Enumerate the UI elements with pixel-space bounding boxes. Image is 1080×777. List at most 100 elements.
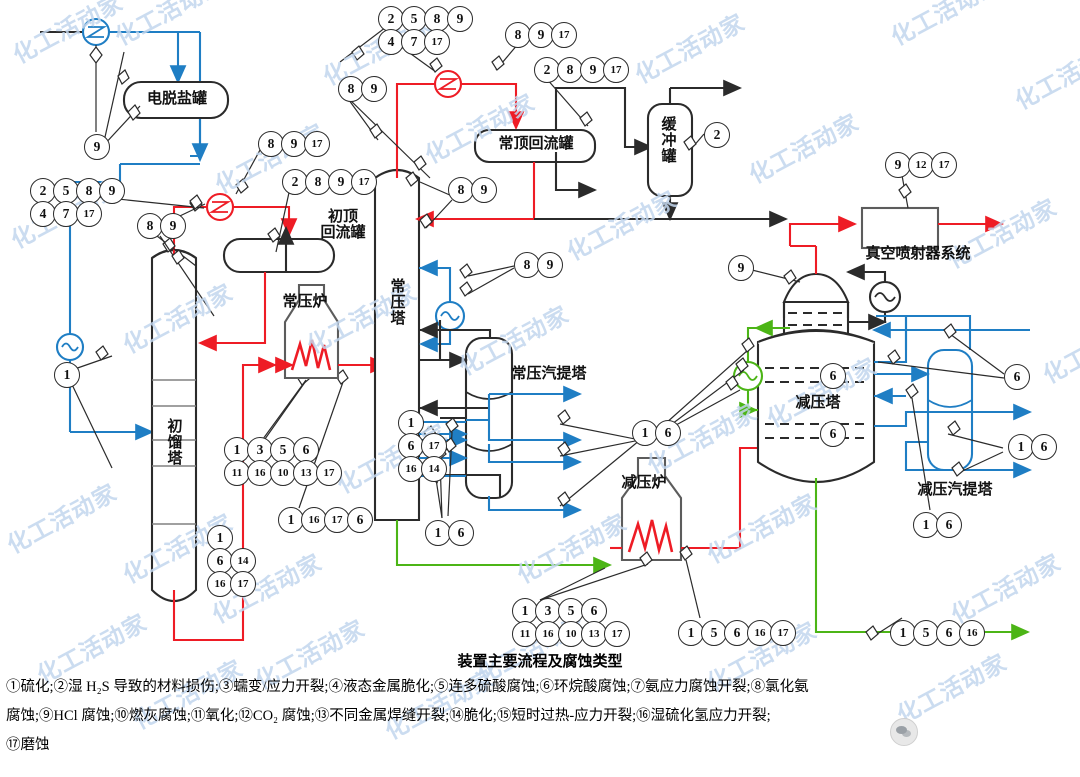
line-preflash-bottom-to-furnace (172, 356, 278, 642)
tag-bubble: 6 (724, 620, 750, 646)
line-vacuum-bottom-green (814, 478, 1031, 641)
tag-bubble: 8 (424, 6, 450, 32)
tag-bubble: 17 (304, 131, 330, 157)
tag-bubble: 6 (1031, 434, 1057, 460)
tag-bubble: 9 (99, 178, 125, 204)
tag-bubble: 6 (820, 363, 846, 389)
tag-bubble: 1 (54, 362, 80, 388)
tag-bubble: 13 (293, 460, 319, 486)
tag-bubble: 1 (224, 437, 250, 463)
tag-bubble: 5 (701, 620, 727, 646)
tag-bubble: 9 (328, 169, 354, 195)
tag-bubble: 4 (30, 201, 56, 227)
tag-bubble: 17 (604, 621, 630, 647)
corrosion-tag-t-buffer-2: 2 (704, 122, 730, 148)
tag-bubble: 9 (361, 76, 387, 102)
corrosion-tag-t-desalter-9: 9 (84, 134, 110, 160)
vacuum-tower (756, 215, 876, 484)
tag-bubble: 17 (931, 152, 957, 178)
legend-line-2: 腐蚀;⑨HCl 腐蚀;⑩燃灰腐蚀;⑪氧化;⑫CO₂ 腐蚀;⑬不同金属焊缝开裂;⑭… (6, 705, 1074, 728)
line-atmos-overhead (395, 82, 525, 165)
tag-bubble: 17 (230, 571, 256, 597)
tag-row: 6 (820, 421, 846, 447)
tag-bubble: 6 (398, 433, 424, 459)
equipment-label-atmos-tower: 常 压 塔 (390, 279, 406, 327)
equipment-label-vacuum-tower: 减压塔 (795, 395, 841, 411)
tag-bubble: 9 (281, 131, 307, 157)
tag-bubble: 6 (1004, 364, 1030, 390)
tag-row: 6 (1004, 364, 1030, 390)
equipment-label-pre-flash-reflux: 初顶 回流罐 (320, 209, 366, 241)
corrosion-tag-t-vac-6b: 6 (820, 421, 846, 447)
tag-bubble: 17 (351, 169, 377, 195)
vacuum-stripper (873, 314, 1033, 479)
tag-bubble: 16 (747, 620, 773, 646)
tag-bubble: 1 (1008, 434, 1034, 460)
tag-bubble: 9 (528, 22, 554, 48)
line-reflux-to-preflash (197, 272, 267, 352)
tag-bubble: 17 (603, 57, 629, 83)
tag-bubble: 17 (76, 201, 102, 227)
tag-bubble: 8 (137, 213, 163, 239)
legend-text-2: 腐蚀;⑨HCl 腐蚀;⑩燃灰腐蚀;⑪氧化;⑫CO₂ 腐蚀;⑬不同金属焊缝开裂;⑭… (6, 708, 771, 724)
line-atmos-bottom-green (395, 520, 613, 574)
tag-bubble: 9 (447, 6, 473, 32)
tag-bubble: 6 (820, 421, 846, 447)
tag-bubble: 16 (959, 620, 985, 646)
tag-bubble: 7 (53, 201, 79, 227)
corrosion-tag-t-vac-strip-6: 6 (1004, 364, 1030, 390)
vacuum-ejector-box (860, 206, 1005, 250)
legend-text-1: ①硫化;②湿 H₂S 导致的材料损伤;③蠕变/应力开裂;④液态金属脆化;⑤连多硫… (6, 679, 809, 695)
vacuum-top-condenser (845, 263, 902, 331)
tag-bubble: 1 (678, 620, 704, 646)
equipment-label-vacuum-ejector: 真空喷射器系统 (865, 246, 971, 262)
tag-bubble: 17 (324, 507, 350, 533)
equipment-label-atmos-top-reflux: 常顶回流罐 (498, 136, 574, 152)
tag-bubble: 17 (424, 29, 450, 55)
legend-line-1: ①硫化;②湿 H₂S 导致的材料损伤;③蠕变/应力开裂;④液态金属脆化;⑤连多硫… (6, 676, 1074, 699)
tag-bubble: 6 (581, 598, 607, 624)
tag-bubble: 2 (704, 122, 730, 148)
tag-row: 1 (207, 525, 253, 551)
callout-leaders-preflash (59, 149, 349, 509)
tag-bubble: 7 (401, 29, 427, 55)
atmos-pumparound-a (418, 259, 466, 353)
tag-bubble: 9 (160, 213, 186, 239)
line-to-desalter (109, 30, 209, 163)
equipment-label-atmos-furnace: 常压炉 (282, 294, 328, 310)
wechat-logo-icon (890, 718, 918, 746)
tag-bubble: 14 (421, 456, 447, 482)
corrosion-tag-t-vac-6a: 6 (820, 363, 846, 389)
tag-bubble: 9 (471, 177, 497, 203)
preflash-tower (150, 246, 198, 603)
